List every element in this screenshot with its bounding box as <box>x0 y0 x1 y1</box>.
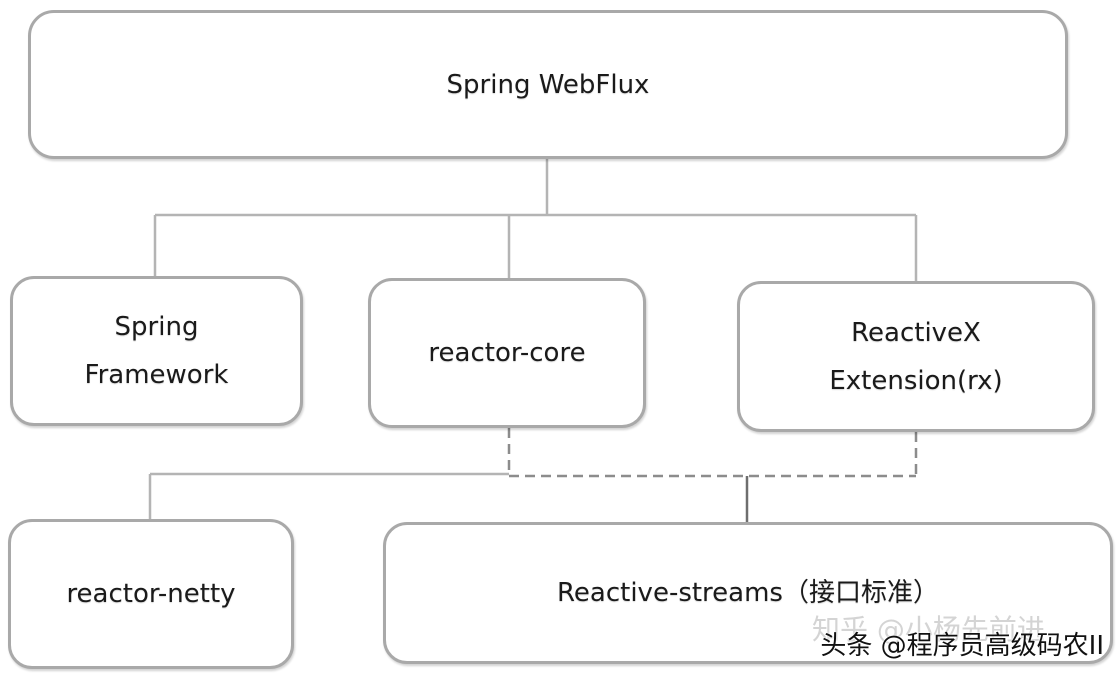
toutiao-watermark: 头条 @程序员高级码农II <box>820 631 1104 661</box>
zhihu-watermark: 知乎 @小杨先前进 <box>812 613 1045 646</box>
node-reactivex-label-line1: ReactiveX <box>851 317 981 348</box>
node-reactor-core: reactor-core <box>368 278 646 428</box>
node-reactive-streams-label: Reactive-streams（接口标准） <box>557 578 939 608</box>
node-reactivex-label-line2: Extension(rx) <box>829 365 1003 396</box>
node-reactor-netty: reactor-netty <box>8 519 294 669</box>
node-reactive-streams: Reactive-streams（接口标准） <box>383 522 1113 664</box>
node-spring-framework: Spring Framework <box>10 276 303 426</box>
node-reactor-core-label: reactor-core <box>428 338 586 368</box>
node-reactor-netty-label: reactor-netty <box>66 579 236 609</box>
node-spring-webflux-label: Spring WebFlux <box>446 69 650 100</box>
node-spring-framework-label-line2: Framework <box>84 360 229 390</box>
node-spring-webflux: Spring WebFlux <box>28 10 1068 159</box>
node-reactivex: ReactiveX Extension(rx) <box>737 281 1095 432</box>
node-spring-framework-label-line1: Spring <box>114 312 199 342</box>
